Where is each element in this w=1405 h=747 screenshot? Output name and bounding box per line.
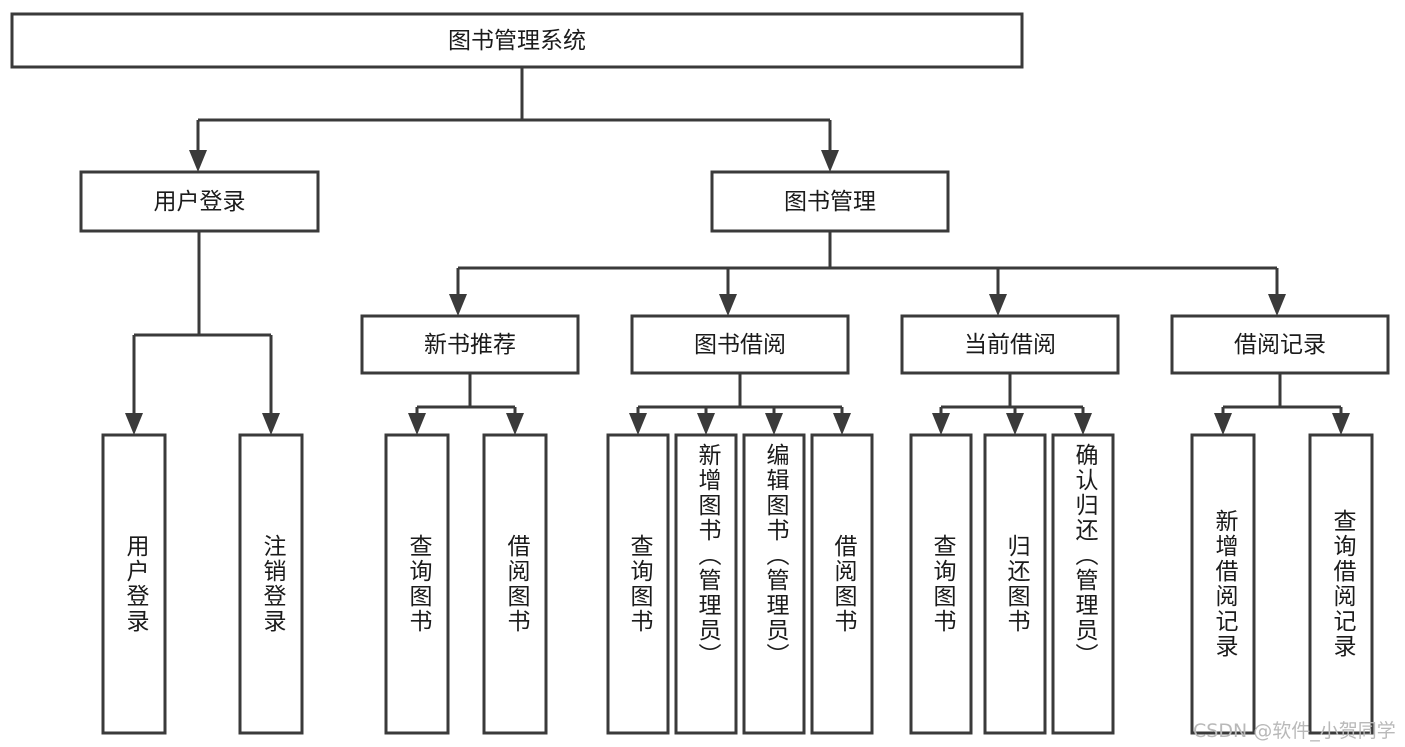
connector-arrowhead-4-3 [833,413,851,435]
connector-arrowhead-3-1 [506,413,524,435]
connector-arrowhead-2-1 [719,294,737,316]
node-level3-label-0: 新书推荐 [424,332,516,358]
connector-arrowhead-6-1 [1332,413,1350,435]
node-level3-box-0[interactable] [360,314,580,375]
node-level3-box-1[interactable] [630,314,850,375]
node-level3-label-1: 图书借阅 [694,332,786,358]
node-level2-label-0: 用户登录 [154,189,246,215]
connector-arrowhead-5-0 [932,413,950,435]
connector-arrowhead-1-1 [262,413,280,435]
node-level3-box-2[interactable] [900,314,1120,375]
node-boxes-layer [10,12,1390,735]
node-leaf-box-3[interactable] [482,433,548,735]
connector-arrowhead-2-3 [1268,294,1286,316]
node-leaf-box-1[interactable] [238,433,304,735]
connector-arrowhead-4-2 [765,413,783,435]
node-root-box[interactable] [10,12,1024,69]
node-leaf-box-2[interactable] [384,433,450,735]
node-leaf-box-5[interactable] [674,433,738,735]
node-leaf-box-11[interactable] [1190,433,1256,735]
node-level2-label-1: 图书管理 [784,189,876,215]
connector-arrowhead-2-0 [449,294,467,316]
connector-arrowhead-5-1 [1006,413,1024,435]
connector-arrowhead-0-0 [189,150,207,172]
connector-arrowhead-0-1 [821,150,839,172]
node-level3-label-2: 当前借阅 [964,332,1056,358]
node-leaf-box-6[interactable] [742,433,806,735]
connector-arrowhead-5-2 [1074,413,1092,435]
connector-arrowhead-1-0 [125,413,143,435]
node-leaf-box-8[interactable] [909,433,973,735]
node-leaf-box-12[interactable] [1308,433,1374,735]
connectors-layer [125,67,1350,435]
node-leaf-box-7[interactable] [810,433,874,735]
node-leaf-box-10[interactable] [1051,433,1115,735]
node-leaf-box-9[interactable] [983,433,1047,735]
connector-arrowhead-4-1 [697,413,715,435]
node-level3-label-3: 借阅记录 [1234,332,1326,358]
connector-arrowhead-3-0 [408,413,426,435]
node-level2-box-1[interactable] [710,170,950,233]
node-root-label: 图书管理系统 [448,28,586,54]
connector-arrowhead-6-0 [1214,413,1232,435]
node-level3-box-3[interactable] [1170,314,1390,375]
node-leaf-box-4[interactable] [606,433,670,735]
node-level2-box-0[interactable] [79,170,320,233]
node-leaf-box-0[interactable] [101,433,167,735]
connector-arrowhead-4-0 [629,413,647,435]
connector-arrowhead-2-2 [989,294,1007,316]
